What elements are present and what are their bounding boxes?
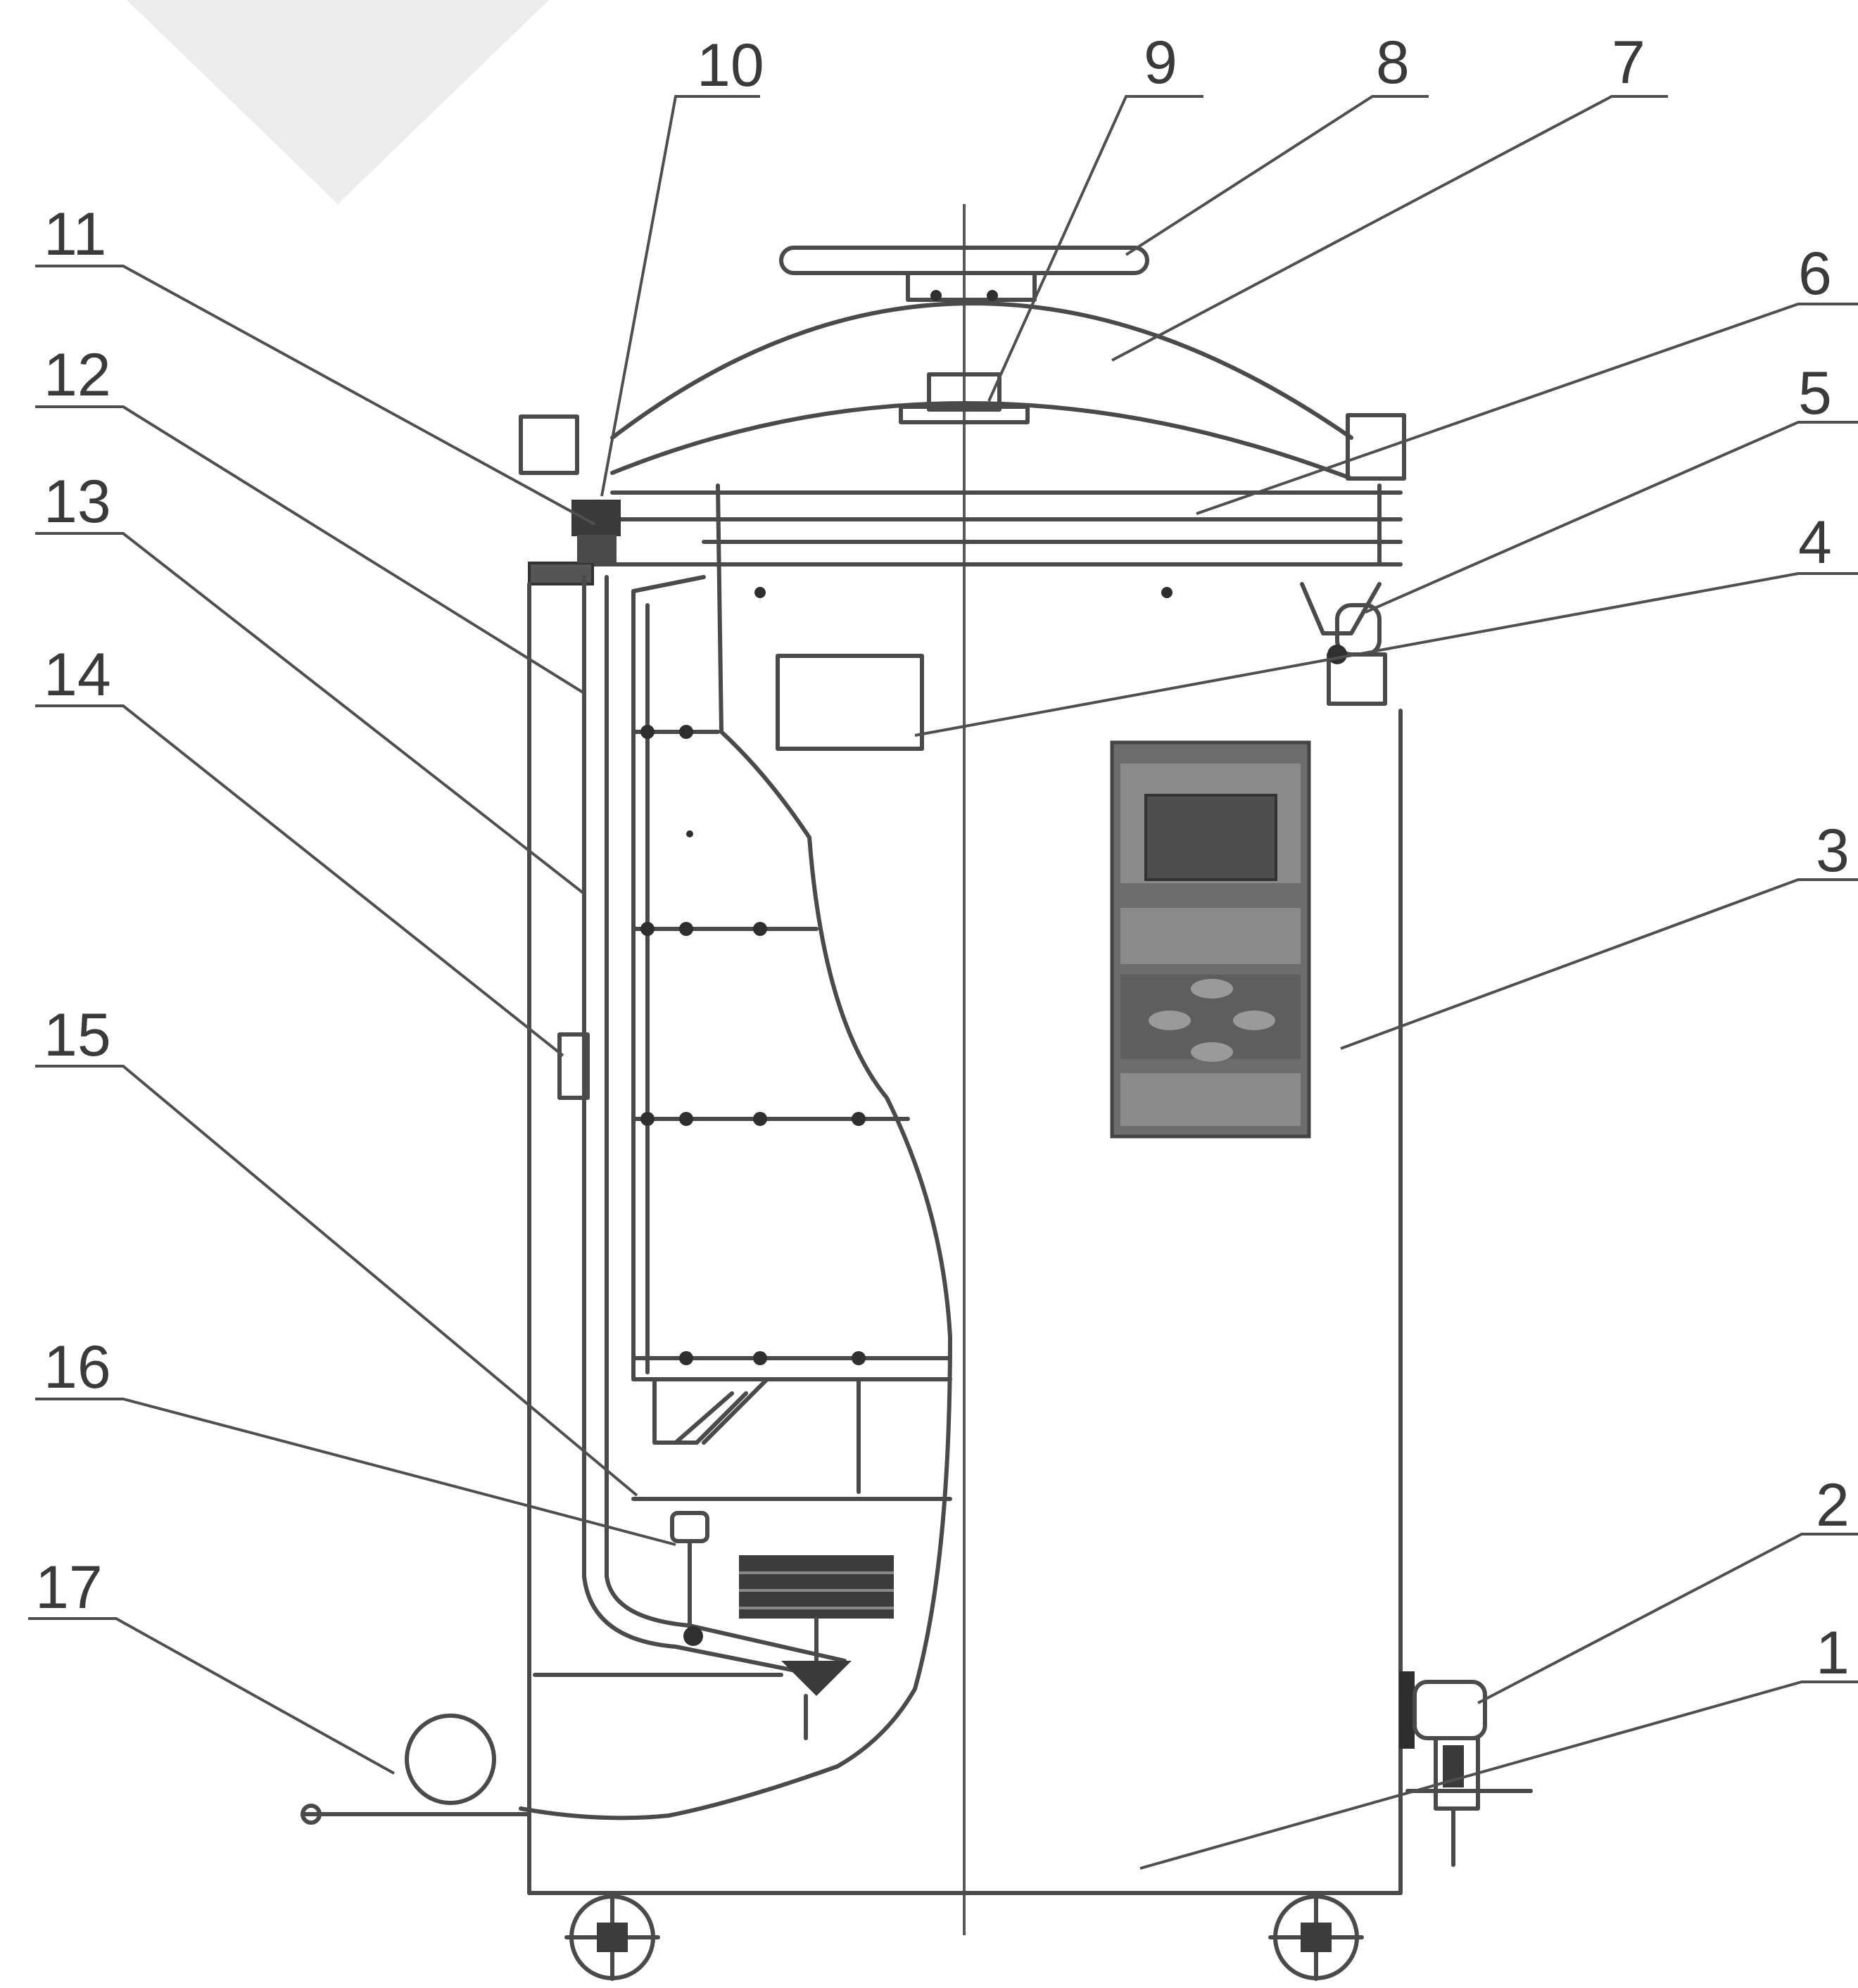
callout-4: 4: [1798, 509, 1832, 576]
callout-7: 7: [1612, 29, 1645, 96]
callout-12: 12: [44, 341, 111, 409]
callout-2: 2: [1816, 1471, 1850, 1539]
safety-valve: [1300, 582, 1387, 706]
drain-valve: [1399, 1671, 1533, 1867]
seal-block: [571, 500, 621, 563]
callout-10: 10: [697, 32, 764, 99]
callout-11: 11: [44, 201, 106, 268]
callout-14: 14: [44, 641, 111, 709]
callout-3: 3: [1816, 817, 1850, 885]
lid-inner: [610, 401, 1353, 481]
caster-left: [564, 1892, 660, 1981]
callout-labels: 1 2 3 4 5 6 7 8 9 10 11 12 13 14 15 16 1…: [35, 29, 1850, 1687]
control-panel: [1110, 740, 1311, 1139]
lid-outer: [610, 301, 1353, 440]
callout-9: 9: [1144, 29, 1177, 96]
callout-17: 17: [35, 1554, 103, 1621]
drain-hose: [301, 1714, 531, 1825]
callout-6: 6: [1798, 240, 1832, 308]
inner-chamber: [519, 483, 1173, 1821]
handwheel: [779, 246, 1149, 302]
lid-clamp: [899, 372, 1030, 424]
callout-5: 5: [1798, 360, 1832, 427]
callout-13: 13: [44, 468, 111, 536]
watermark-triangle: [127, 0, 549, 204]
callout-8: 8: [1376, 29, 1410, 96]
caster-right: [1268, 1892, 1364, 1981]
nameplate: [776, 654, 924, 751]
heater-assembly: [670, 1511, 894, 1740]
lid-flange: [519, 413, 1406, 585]
callout-16: 16: [44, 1334, 111, 1401]
water-level-tube: [557, 575, 847, 1677]
callout-15: 15: [44, 1001, 111, 1069]
callout-1: 1: [1816, 1619, 1850, 1687]
leader-lines: [28, 95, 1858, 1870]
